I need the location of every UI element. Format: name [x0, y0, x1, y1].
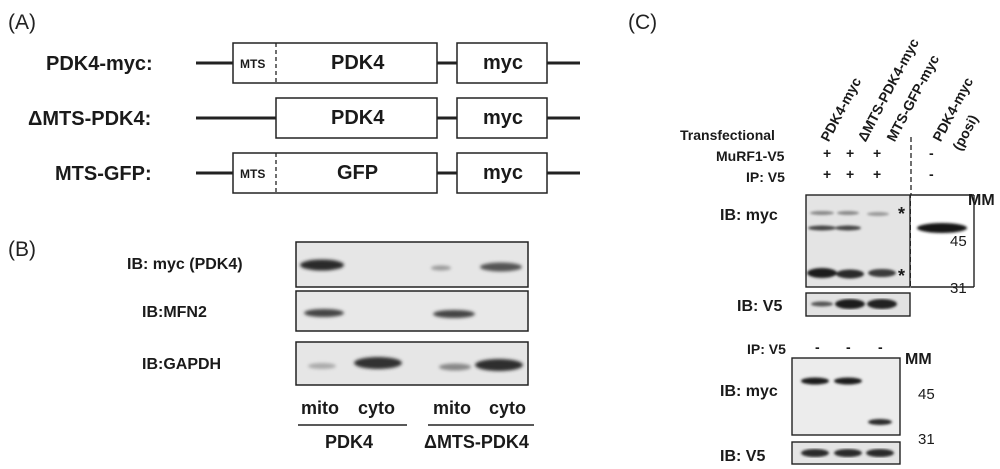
- myc-box-2: [456, 97, 548, 139]
- box-label-3: GFP: [337, 162, 379, 184]
- band: [837, 211, 859, 215]
- blot-label-c-v5-top: IB: V5: [737, 298, 783, 315]
- sign: +: [846, 166, 855, 182]
- asterisk-lower: *: [898, 266, 906, 286]
- mm-label-bottom: MM: [905, 351, 932, 368]
- marker-45-bottom: 45: [918, 386, 935, 403]
- panel-b-label: (B): [8, 238, 36, 261]
- band: [480, 262, 522, 272]
- band: [808, 225, 836, 231]
- blot-label-c-myc-top: IB: myc: [720, 207, 778, 224]
- band: [801, 377, 829, 385]
- band: [867, 299, 897, 309]
- band: [300, 259, 344, 271]
- sign: +: [846, 145, 855, 161]
- band: [868, 419, 892, 425]
- marker-31-top: 31: [950, 280, 967, 297]
- band: [431, 265, 451, 271]
- sign: -: [815, 339, 820, 355]
- band: [354, 357, 402, 369]
- construct-label-1: PDK4-myc:: [46, 53, 153, 75]
- myc-box-1: [456, 42, 548, 84]
- group-label-dmts-pdk4: ΔMTS-PDK4: [424, 432, 529, 452]
- band: [439, 363, 471, 371]
- band: [835, 299, 865, 309]
- mm-label-top: MM: [968, 192, 995, 209]
- box-label-2: PDK4: [331, 107, 385, 129]
- murf-row-label: MuRF1-V5: [716, 148, 785, 164]
- sign: -: [929, 145, 934, 161]
- sign: +: [873, 145, 882, 161]
- band: [810, 211, 834, 215]
- lane-label-mito-2: mito: [433, 398, 471, 418]
- band: [835, 225, 861, 231]
- blot-label-myc: IB: myc (PDK4): [127, 256, 243, 273]
- tag-label-2: myc: [483, 107, 524, 129]
- blot-label-c-myc-bottom: IB: myc: [720, 383, 778, 400]
- blot-c-posi: [911, 195, 974, 287]
- gfp-box-3: [232, 152, 438, 194]
- mts-label-1: MTS: [240, 57, 266, 71]
- construct-label-2: ΔMTS-PDK4:: [28, 108, 152, 130]
- band: [475, 359, 523, 371]
- box-label-1: PDK4: [331, 52, 385, 74]
- band: [304, 309, 344, 317]
- transfection-label: Transfectional: [680, 127, 775, 143]
- marker-45-top: 45: [950, 233, 967, 250]
- lane-label-cyto-1: cyto: [358, 398, 396, 418]
- lane-label-cyto-2: cyto: [489, 398, 527, 418]
- band: [433, 310, 475, 318]
- group-label-pdk4: PDK4: [325, 432, 374, 452]
- band: [834, 449, 862, 457]
- panel-c-label: (C): [628, 11, 658, 34]
- ip-row-label: IP: V5: [746, 169, 785, 185]
- construct-label-3: MTS-GFP:: [55, 163, 152, 185]
- bottom-ip-label: IP: V5: [747, 341, 786, 357]
- band: [308, 363, 336, 369]
- sign: -: [878, 339, 883, 355]
- pdk4-box-1: [232, 42, 438, 84]
- sign: -: [846, 339, 851, 355]
- band: [867, 212, 889, 216]
- marker-31-bottom: 31: [918, 431, 935, 448]
- band: [836, 269, 864, 279]
- tag-label-3: myc: [483, 162, 524, 184]
- band: [868, 269, 896, 277]
- asterisk-upper: *: [898, 204, 906, 224]
- mts-label-3: MTS: [240, 167, 266, 181]
- myc-box-3: [456, 152, 548, 194]
- pdk4-box-2: [275, 97, 438, 139]
- sign: +: [873, 166, 882, 182]
- sign: +: [823, 166, 832, 182]
- blot-label-mfn2: IB:MFN2: [142, 304, 207, 321]
- blot-label-gapdh: IB:GAPDH: [142, 356, 222, 373]
- band: [807, 268, 837, 278]
- panel-a-label: (A): [8, 11, 36, 34]
- sign: +: [823, 145, 832, 161]
- band: [866, 449, 894, 457]
- band: [811, 301, 833, 307]
- tag-label-1: myc: [483, 52, 524, 74]
- lane-label-mito-1: mito: [301, 398, 339, 418]
- sign: -: [929, 166, 934, 182]
- blot-label-c-v5-bottom: IB: V5: [720, 448, 766, 465]
- band: [834, 377, 862, 385]
- band: [917, 223, 967, 233]
- band: [801, 449, 829, 457]
